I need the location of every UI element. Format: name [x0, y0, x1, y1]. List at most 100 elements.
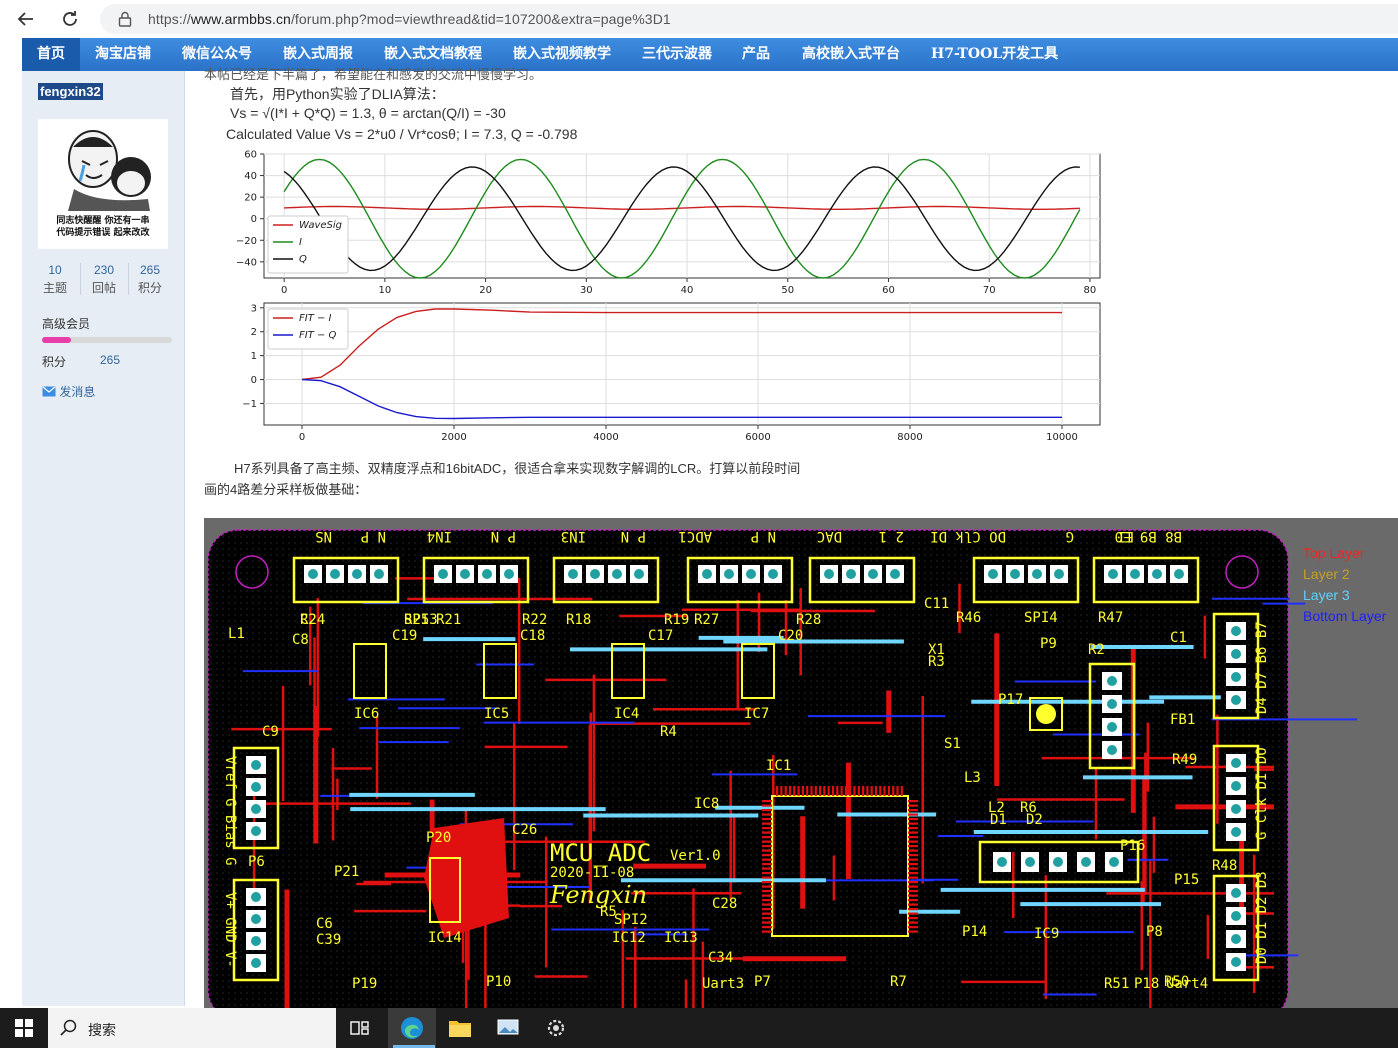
url-text[interactable]: https://www.armbbs.cn/forum.php?mod=view…	[148, 11, 671, 27]
image-viewer-icon[interactable]	[484, 1008, 532, 1048]
mcu-pin	[908, 854, 918, 857]
pcb-top-label: EI	[1117, 528, 1134, 544]
connector-hole	[1053, 857, 1063, 867]
pcb-part-label: R48	[1212, 858, 1237, 874]
connector-hole	[1231, 781, 1241, 791]
nav-item-oscilloscope[interactable]: 三代示波器	[642, 46, 712, 62]
pcb-side-label: Vref G Bias G	[222, 756, 238, 866]
pcb-part-label: R28	[796, 612, 821, 628]
connector-hole	[1108, 569, 1118, 579]
mcu-pin	[762, 804, 772, 807]
mcu-pin	[762, 827, 772, 830]
pcb-part-label: R18	[566, 612, 591, 628]
copper-pour	[424, 818, 509, 938]
connector-hole	[1231, 695, 1241, 705]
pcb-bottom-label: Uart3	[702, 976, 744, 992]
connector-hole	[988, 569, 998, 579]
app-settings-icon[interactable]	[532, 1008, 580, 1048]
stat-points[interactable]: 265 积分	[137, 263, 162, 295]
refresh-icon[interactable]	[58, 7, 82, 31]
pcb-top-label: ADC1	[678, 528, 712, 544]
membership-level[interactable]: 高级会员	[42, 317, 91, 331]
mcu-pin	[762, 872, 772, 875]
edge-browser-icon[interactable]	[388, 1008, 436, 1048]
stat-replies[interactable]: 230 回帖	[91, 263, 116, 295]
connector-outline	[1212, 612, 1260, 720]
lock-icon[interactable]	[118, 11, 132, 30]
connector-hole	[460, 569, 470, 579]
back-icon[interactable]	[14, 7, 38, 31]
connector-hole	[590, 569, 600, 579]
connector-hole	[1231, 804, 1241, 814]
y-tick-label: −20	[236, 236, 257, 247]
nav-item-h7tool[interactable]: H7-TOOL开发工具	[931, 46, 1059, 62]
y-tick-label: 1	[251, 351, 257, 362]
pcb-part-label: C11	[924, 596, 949, 612]
pcb-side-label: D0 D1 D2 D3	[1254, 871, 1270, 964]
pcb-part-label: L3	[964, 770, 981, 786]
mcu-pin	[827, 786, 830, 796]
pcb-part-label: SPI3	[404, 612, 438, 628]
series-line-3	[283, 166, 1080, 272]
file-explorer-icon[interactable]	[436, 1008, 484, 1048]
address-bar[interactable]	[100, 4, 1398, 34]
mcu-pin	[908, 818, 918, 821]
mcu-pin	[908, 899, 918, 902]
mcu-pin	[862, 786, 865, 796]
task-view-icon[interactable]	[336, 1008, 384, 1048]
pcb-top-label: P N	[621, 528, 646, 544]
avatar[interactable]: 同志快醒醒 你还有一串 代码提示错误 起来改改	[38, 119, 168, 249]
mcu-pin	[762, 818, 772, 821]
nav-item-taobao[interactable]: 淘宝店铺	[95, 46, 151, 62]
avatar-caption-2: 代码提示错误 起来改改	[55, 226, 150, 238]
pcb-part-label: C20	[778, 628, 803, 644]
legend-layer-2: Layer 2	[1303, 566, 1350, 582]
mcu-pin	[793, 786, 796, 796]
mcu-pin	[788, 786, 792, 796]
pcb-ic-label: IC14	[428, 930, 462, 946]
nav-item-videos[interactable]: 嵌入式视频教学	[513, 46, 611, 62]
mcu-pin	[908, 813, 918, 816]
windows-start-icon[interactable]	[0, 1008, 48, 1048]
pcb-part-label: R19	[664, 612, 689, 628]
nav-item-docs[interactable]: 嵌入式文档教程	[384, 46, 482, 62]
connector-hole	[251, 826, 261, 836]
pcb-part-label: P14	[962, 924, 987, 940]
pcb-part-label: C1	[1170, 630, 1187, 646]
y-tick-label: −1	[242, 399, 257, 410]
nav-item-university[interactable]: 高校嵌入式平台	[802, 46, 900, 62]
pcb-part-label: R49	[1172, 752, 1197, 768]
pcb-part-label: R2	[1088, 642, 1105, 658]
mcu-pin	[836, 786, 839, 796]
nav-item-products[interactable]: 产品	[742, 46, 770, 62]
pcb-top-label: B8 B9 E0	[1115, 528, 1182, 544]
connector-hole	[1231, 626, 1241, 636]
send-message-link[interactable]: 发消息	[42, 383, 95, 400]
mcu-pin	[908, 876, 918, 879]
mcu-pin	[814, 786, 817, 796]
nav-item-wechat[interactable]: 微信公众号	[182, 46, 252, 62]
username-link[interactable]: fengxin32	[38, 83, 103, 100]
mcu-pin	[806, 786, 809, 796]
pcb-ic-label: IC7	[744, 706, 769, 722]
pcb-version: Ver1.0	[670, 848, 721, 864]
connector-hole	[846, 569, 856, 579]
mcu-pin	[908, 867, 918, 870]
x-tick-label: 4000	[593, 432, 618, 443]
post-text-partial: 本帖已经是下半篇了，希望能在和感发的交流中慢慢学习。	[204, 67, 543, 82]
pcb-traces	[231, 577, 1358, 1008]
mcu-pin	[908, 890, 918, 893]
taskbar-search-box[interactable]: 搜索	[48, 1008, 336, 1048]
points-label: 积分	[42, 355, 67, 369]
mcu-pin	[908, 872, 918, 875]
mcu-pin	[762, 845, 772, 848]
nav-item-home[interactable]: 首页	[22, 38, 80, 71]
mcu-pin	[762, 867, 772, 870]
connector-hole	[868, 569, 878, 579]
connector-hole	[251, 804, 261, 814]
mcu-pin	[908, 881, 918, 884]
windows-taskbar: 搜索	[0, 1008, 1398, 1048]
nav-item-weekly[interactable]: 嵌入式周报	[283, 46, 353, 62]
stat-topics[interactable]: 10 主题	[42, 263, 67, 295]
